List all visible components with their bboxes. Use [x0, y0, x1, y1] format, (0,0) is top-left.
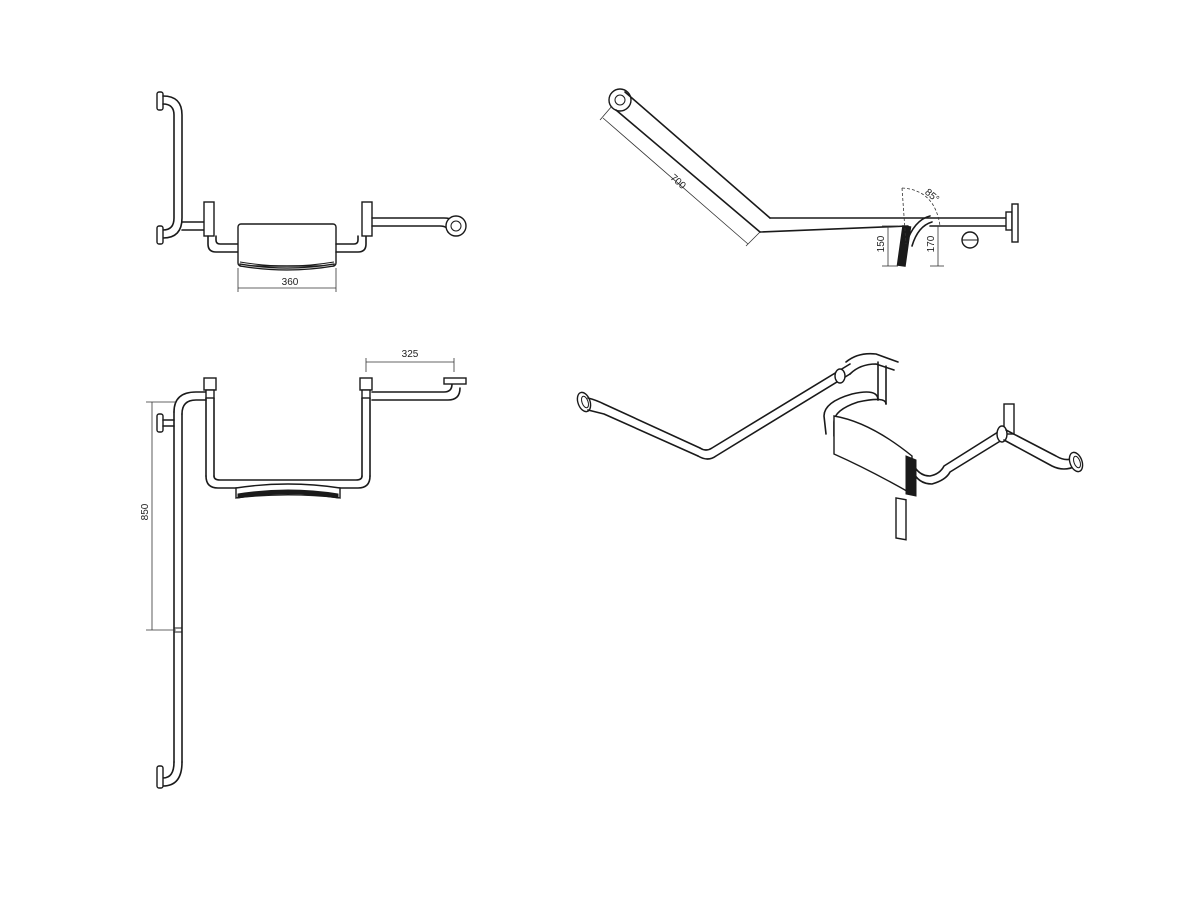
side-right-post-cap [359, 377, 373, 391]
dim-arm-depth-label: 325 [402, 349, 419, 360]
side-vertical-bar [156, 391, 207, 789]
dim-front-seat-width: 360 [237, 268, 337, 292]
front-right-wall-flange [445, 215, 467, 237]
dim-angle-label: 85° [922, 187, 941, 205]
dim-seat-offset-b-label: 170 [926, 235, 937, 252]
side-seat-pad [235, 483, 341, 499]
front-view: 360 [156, 91, 467, 292]
dim-seat-offsets: 150 170 [876, 225, 944, 267]
plan-seat [896, 215, 933, 267]
side-left-post-cap [203, 377, 217, 391]
iso-hub [834, 368, 846, 384]
side-arm-wall-flange [443, 377, 467, 385]
front-vertical-bar [156, 91, 183, 245]
dim-vertical-height-label: 850 [140, 503, 151, 520]
dim-arm-depth: 325 [365, 349, 455, 372]
dim-vertical-height: 850 [140, 401, 176, 631]
side-view: 325 850 [140, 349, 467, 789]
isometric-view [576, 352, 1084, 541]
dim-angled-bar-length: 700 [599, 105, 761, 247]
iso-left-flange [576, 391, 592, 413]
front-seat-pad [237, 223, 337, 271]
iso-top-wall-bracket [895, 497, 907, 541]
iso-right-joint [996, 425, 1008, 443]
iso-seat-pad [833, 415, 917, 497]
plan-right-stub [1005, 211, 1013, 231]
front-left-bracket [203, 201, 215, 237]
plan-wall-flange [608, 88, 632, 112]
dim-front-seat-width-label: 360 [282, 277, 299, 288]
iso-right-flange [1068, 451, 1084, 473]
front-right-bracket [361, 201, 373, 237]
plan-right-wall-plate [1011, 203, 1019, 243]
dim-seat-offset-a-label: 150 [876, 235, 887, 252]
plan-view: 700 85° 150 170 [599, 88, 1019, 267]
iso-right-wall-bracket [1003, 403, 1015, 435]
